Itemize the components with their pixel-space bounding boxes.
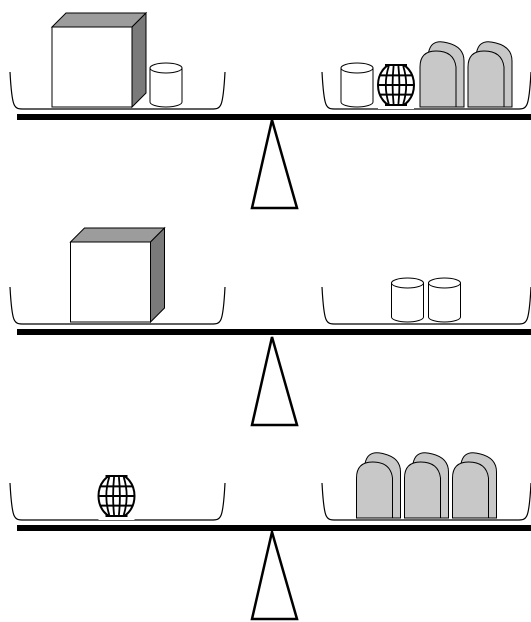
tombstone-weight	[420, 42, 464, 107]
beam	[17, 525, 531, 531]
left-pan	[10, 13, 225, 109]
barrel-weight	[99, 472, 135, 520]
scale-2	[10, 228, 531, 425]
scale-3	[10, 453, 531, 619]
cylinder-weight	[150, 63, 182, 107]
barrel-weight	[378, 61, 414, 109]
right-pan	[322, 42, 531, 109]
scale-1	[10, 13, 531, 208]
tombstone-weight	[357, 453, 401, 518]
cube-weight	[71, 228, 165, 322]
cylinder-weight	[341, 63, 373, 107]
cube-weight	[52, 13, 146, 107]
left-pan	[10, 472, 225, 520]
beam	[17, 329, 531, 335]
right-pan	[322, 453, 531, 520]
cylinder-weight	[392, 278, 424, 322]
cylinder-weight	[429, 278, 461, 322]
pan	[322, 287, 531, 324]
right-pan	[322, 278, 531, 324]
fulcrum	[252, 120, 297, 208]
tombstone-weight	[468, 42, 512, 107]
fulcrum	[252, 337, 297, 425]
beam	[17, 114, 531, 120]
fulcrum	[252, 532, 297, 619]
tombstone-weight	[453, 453, 497, 518]
tombstone-weight	[405, 453, 449, 518]
left-pan	[10, 228, 225, 324]
